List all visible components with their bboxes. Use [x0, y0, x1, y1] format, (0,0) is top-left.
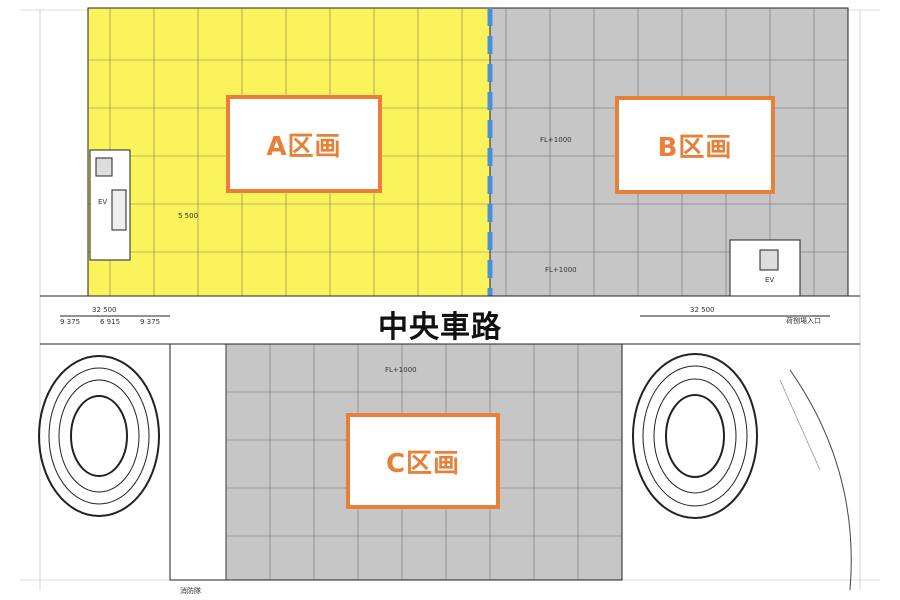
left-core	[89, 149, 801, 297]
zone-c-left-wing	[169, 343, 227, 581]
ramp-inner	[70, 395, 128, 477]
right-helix-ramp	[632, 353, 758, 519]
ramp-ring	[642, 365, 748, 507]
level-text: FL+1000	[385, 366, 417, 374]
dimension-text: 9 375	[140, 318, 161, 326]
stair-text: EV	[765, 276, 775, 284]
exit-text: 消防隊	[180, 587, 201, 595]
ramp-inner	[665, 394, 725, 478]
stair-box	[759, 249, 779, 271]
stair-box	[95, 157, 113, 177]
dimension-text: 32 500	[92, 306, 117, 314]
zone-b-label: B区画	[615, 96, 775, 194]
dimension-text: 6 915	[100, 318, 121, 326]
ramp-ring	[653, 378, 737, 494]
dimension-text: 5 500	[178, 212, 199, 220]
ramp-ring	[58, 379, 140, 493]
level-text: FL+1000	[545, 266, 577, 274]
boundary-hatch	[779, 379, 821, 471]
zone-a-label: A区画	[226, 95, 382, 193]
stair-text: EV	[98, 198, 108, 206]
central-road-label: 中央車路	[378, 310, 502, 345]
dimension-text: 9 375	[60, 318, 81, 326]
ramp-outer	[632, 353, 758, 519]
dimension-text: 32 500	[690, 306, 715, 314]
central-road	[40, 295, 860, 345]
level-text: FL+1000	[540, 136, 572, 144]
left-helix-ramp	[38, 355, 160, 517]
ramp-outer	[38, 355, 160, 517]
site-boundary	[789, 369, 852, 591]
zone-c-label: C区画	[346, 413, 500, 509]
ramp-ring	[48, 367, 150, 505]
entrance-text: 荷捌場入口	[786, 317, 821, 325]
shaft-box	[111, 189, 127, 231]
